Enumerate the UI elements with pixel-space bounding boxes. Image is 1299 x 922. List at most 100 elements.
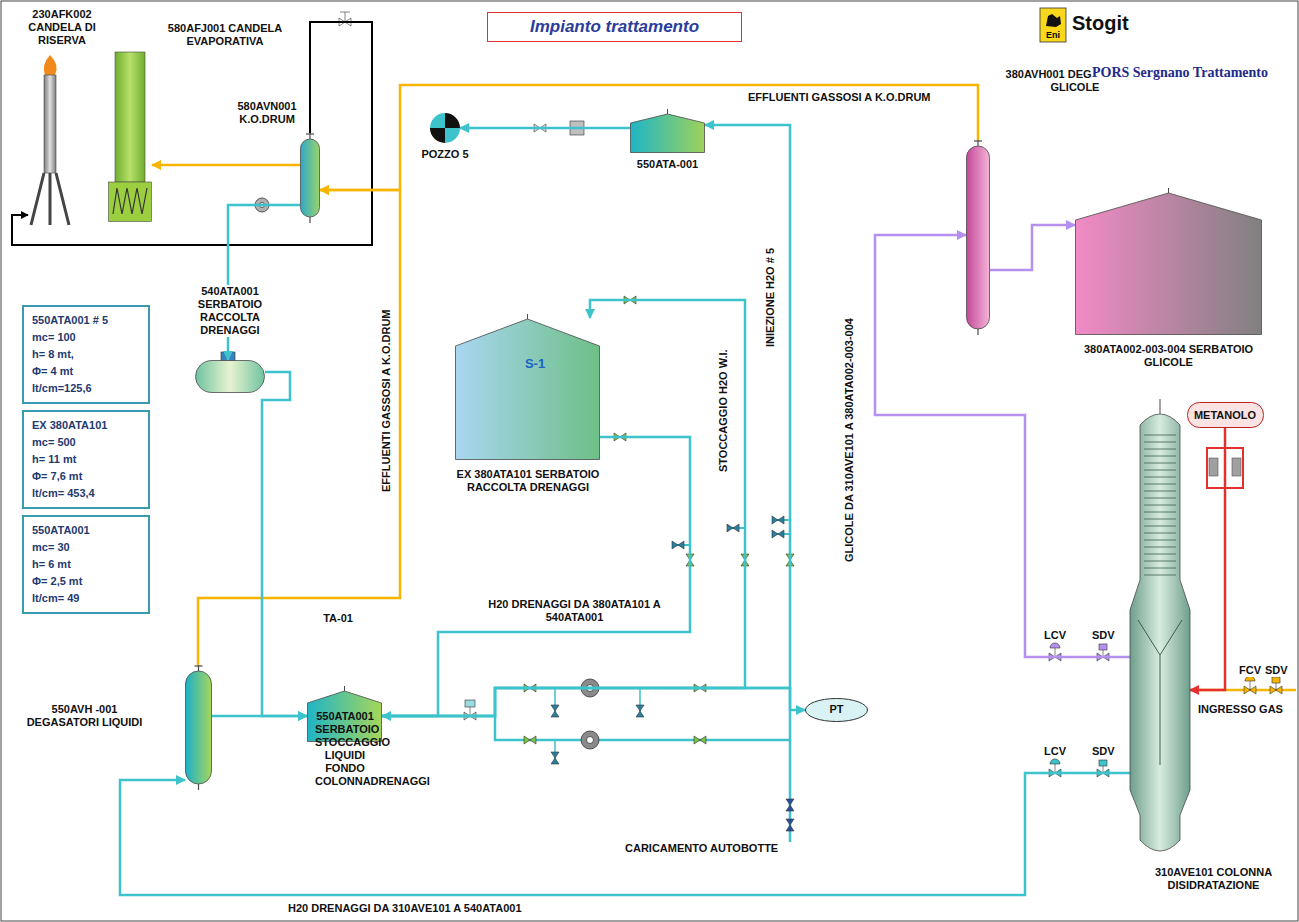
tank-body (456, 319, 600, 460)
shape-tag: S-1 (505, 356, 565, 371)
column-body (1130, 414, 1190, 851)
text-label: LCV (1044, 745, 1066, 758)
column-node: 310AVE101 COLONNA DISIDRATAZIONE (1130, 405, 1190, 860)
text-label: H20 DRENAGGI DA 310AVE101 A 540ATA001 (288, 902, 522, 915)
title-text: Impianto trattamento (530, 17, 699, 37)
text-label: SDV (1265, 664, 1288, 677)
flare-shape (28, 55, 72, 225)
box-line: mc= 100 (32, 329, 140, 346)
node-label: TA-01 (282, 612, 394, 625)
tank-body (631, 114, 705, 153)
node-label: 310AVE101 COLONNA DISIDRATAZIONE (1136, 866, 1291, 892)
vessel-shape (185, 665, 212, 790)
tank-shape (630, 113, 705, 153)
well-q (445, 113, 460, 128)
flare-stem (44, 75, 56, 173)
tank-node: 380ATA002-003-004 SERBATOIO GLICOLE (1075, 192, 1262, 335)
box-line: h= 11 mt (32, 451, 140, 468)
pt-oval (806, 699, 868, 722)
flare-legs (31, 173, 69, 225)
tank-shape (455, 318, 600, 460)
nozzle (309, 217, 310, 223)
tank-node: 550ATA001 SERBATOIO STOCCAGGIO LIQUIDI F… (307, 690, 382, 742)
box-line: Φ= 4 mt (32, 363, 140, 380)
htank-shape (195, 360, 265, 393)
node-label: METANOLO (1194, 409, 1256, 422)
node-label: 380ATA002-003-004 SERBATOIO GLICOLE (1075, 343, 1262, 369)
stack-shape (108, 52, 152, 222)
pipe-connector (382, 688, 805, 716)
well-q (430, 128, 445, 143)
node-label: 580AFJ001 CANDELA EVAPORATIVA (160, 22, 290, 48)
flare-node: 230AFK002 CANDELA DI RISERVA (28, 55, 72, 225)
methanol-box (1187, 403, 1263, 428)
box-heading: 550ATA001 (32, 522, 140, 539)
text-label: FCV (1239, 664, 1261, 677)
pipe-connector (152, 164, 300, 167)
trays (1144, 435, 1176, 575)
inner-funnel (1138, 620, 1182, 765)
pipe-connector (382, 300, 745, 716)
node-label: 540ATA001 SERBATOIO RACCOLTA DRENAGGI (183, 285, 277, 337)
node-label: 550AVH -001 DEGASATORI LIQUIDI (22, 703, 147, 729)
box-line: lt/cm= 49 (32, 590, 140, 607)
flame (44, 55, 57, 75)
vertical-line-label: EFFLUENTI GASSOSI A K.O.DRUM (380, 309, 393, 492)
vessel-body (301, 139, 320, 217)
box-line: h= 6 mt (32, 556, 140, 573)
node-label: POZZO 5 (415, 148, 475, 161)
vessel-body (186, 671, 212, 784)
nozzle (974, 140, 982, 141)
pipe-connector (460, 127, 630, 130)
round-node: METANOLO (1187, 402, 1264, 428)
vessel-shape (966, 140, 990, 335)
vessel-node: 580AVN001 K.O.DRUM (300, 133, 320, 223)
tank-node: S-1EX 380ATA101 SERBATOIO RACCOLTA DRENA… (455, 318, 600, 460)
nozzle (1168, 188, 1169, 193)
nozzle (1160, 399, 1161, 414)
vessel-node: 550AVH -001 DEGASATORI LIQUIDI (185, 665, 212, 790)
heater-coil (113, 188, 147, 214)
pipe-connector (212, 715, 307, 718)
text-label: Stogit (1072, 12, 1129, 35)
stack-base (109, 182, 152, 222)
text-label: EFFLUENTI GASSOSI A K.O.DRUM (748, 91, 931, 104)
htank-node: 540ATA001 SERBATOIO RACCOLTA DRENAGGI (195, 360, 265, 393)
oval-node: PT (805, 698, 868, 722)
eni-logo (1040, 8, 1066, 42)
info-box: 550ATA001mc= 30h= 6 mtΦ= 2,5 mtlt/cm= 49 (22, 515, 150, 614)
box-heading: 550ATA001 # 5 (32, 312, 140, 329)
stack-node: 580AFJ001 CANDELA EVAPORATIVA (108, 52, 152, 222)
pipe-connector (198, 190, 400, 665)
info-box: 550ATA001 # 5mc= 100h= 8 mt,Φ= 4 mtlt/cm… (22, 305, 150, 404)
pipe-connector (120, 773, 1130, 895)
pipe-connector (1190, 428, 1225, 690)
box-line: Φ= 2,5 mt (32, 573, 140, 590)
text-label: PORS Sergnano Trattamento (1092, 64, 1268, 81)
node-label: 230AFK002 CANDELA DI RISERVA (12, 8, 112, 47)
vertical-line-label: INIEZIONE H2O # 5 (764, 248, 777, 347)
well-q (445, 128, 460, 143)
vertical-line-label: STOCCAGGIO H2O W.I. (717, 349, 730, 472)
title-box: Impianto trattamento (487, 12, 742, 42)
box-line: mc= 30 (32, 539, 140, 556)
tank-node: 550ATA-001 (630, 113, 705, 153)
nozzle (198, 784, 199, 790)
text-label: LCV (1044, 629, 1066, 642)
nozzle (195, 665, 203, 666)
box-line: h= 8 mt, (32, 346, 140, 363)
pipe-connector (262, 372, 307, 716)
text-label: SDV (1092, 745, 1115, 758)
vessel-node: 380AVH001 DEGASATORE GLICOLE (966, 140, 990, 335)
nozzle (527, 314, 528, 319)
pipe-connector (382, 125, 790, 716)
box-line: Φ= 7,6 mt (32, 468, 140, 485)
info-box: EX 380ATA101mc= 500h= 11 mtΦ= 7,6 mtlt/c… (22, 410, 150, 509)
vessel-body (967, 146, 990, 329)
tank-body (1076, 193, 1262, 335)
pipe-connector (990, 225, 1075, 270)
tank-body (196, 361, 265, 393)
node-label: 550ATA-001 (625, 158, 710, 171)
pozzo-node: POZZO 5 (430, 113, 460, 143)
